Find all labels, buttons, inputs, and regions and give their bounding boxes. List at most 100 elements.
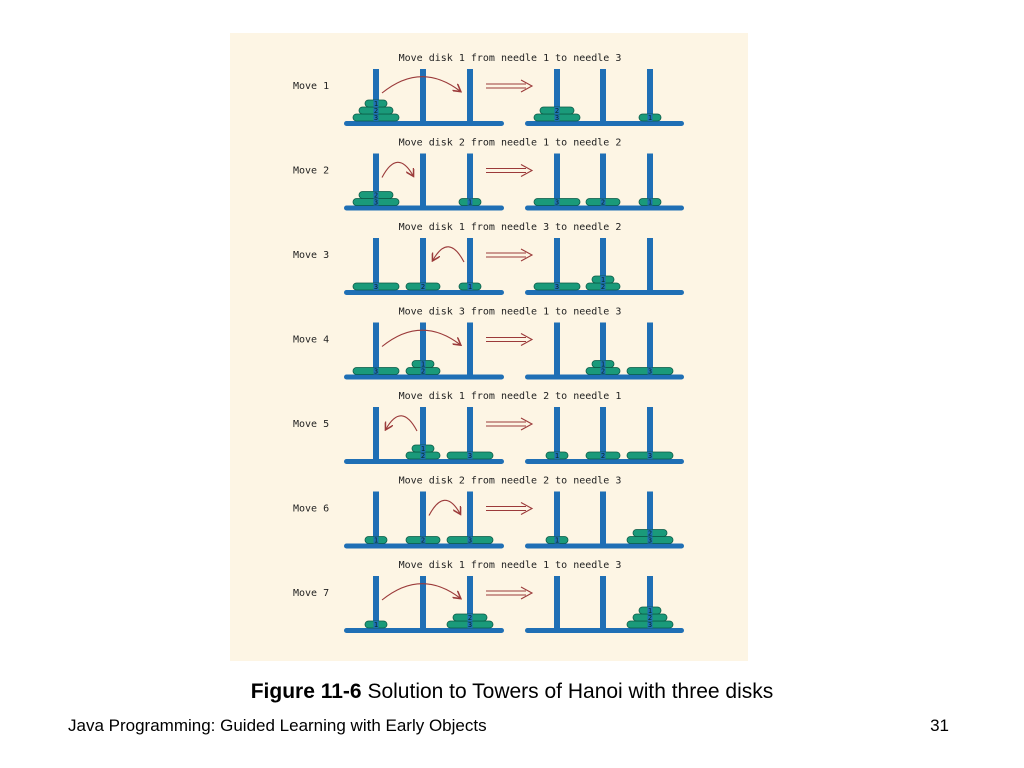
before-disk-3: 3 <box>352 198 400 206</box>
after-disk-3-number: 3 <box>648 536 652 544</box>
before-disk-2-needle-overlay <box>467 614 473 621</box>
before-disk-2-number: 2 <box>421 283 425 291</box>
after-needle-2 <box>600 322 606 376</box>
towers-of-hanoi-diagram: Move disk 1 from needle 1 to needle 3 Mov… <box>293 53 684 633</box>
before-disk-3-needle-overlay <box>467 536 473 544</box>
after-disk-2: 2 <box>585 282 621 291</box>
after-disk-1: 1 <box>591 275 615 284</box>
before-disk-2-number: 2 <box>421 452 425 460</box>
move-description: Move disk 2 from needle 2 to needle 3 <box>399 476 622 487</box>
move-arrow <box>381 583 460 601</box>
before-disk-1: 1 <box>364 620 388 629</box>
after-needle-3 <box>647 322 653 376</box>
after-disk-1-number: 1 <box>648 114 652 122</box>
before-disk-3-number: 3 <box>374 198 378 206</box>
move-row-4: Move disk 3 from needle 1 to needle 3Mov… <box>293 307 684 380</box>
before-disk-1-number: 1 <box>374 621 378 629</box>
after-disk-3-needle-overlay <box>554 198 560 206</box>
before-disk-3-needle-overlay <box>373 198 379 206</box>
before-needle-2 <box>420 491 426 545</box>
move-description: Move disk 1 from needle 1 to needle 3 <box>399 560 622 571</box>
after-needle-1 <box>554 69 560 122</box>
before-disk-1: 1 <box>364 536 388 544</box>
transition-arrow <box>486 248 534 262</box>
before-disk-3-needle-overlay <box>467 621 473 628</box>
after-disk-2-number: 2 <box>601 198 605 206</box>
after-disk-2-number: 2 <box>648 529 652 537</box>
after-needle-1 <box>554 491 560 545</box>
before-base <box>344 205 504 211</box>
move-arrow <box>433 246 465 262</box>
after-disk-2-needle-overlay <box>554 107 560 114</box>
after-disk-1-number: 1 <box>601 276 605 284</box>
before-disk-2-number: 2 <box>468 614 472 622</box>
move-description: Move disk 2 from needle 1 to needle 2 <box>399 138 622 149</box>
transition-arrow <box>486 79 534 93</box>
before-disk-3: 3 <box>446 536 494 544</box>
transition-arrow-head <box>520 502 534 515</box>
after-disk-2-needle-overlay <box>600 283 606 290</box>
before-disk-1-needle-overlay <box>373 100 379 107</box>
before-base <box>344 543 504 549</box>
before-needle-1 <box>373 576 379 629</box>
after-base <box>525 205 684 211</box>
before-disk-3-needle-overlay <box>373 114 379 121</box>
before-base <box>344 374 504 380</box>
before-disk-1-needle-overlay <box>467 283 473 290</box>
transition-arrow-head <box>520 248 534 262</box>
before-needle-1 <box>373 69 379 122</box>
after-needle-2 <box>600 407 606 460</box>
before-disk-3-number: 3 <box>468 536 472 544</box>
after-needle-1 <box>554 322 560 376</box>
after-disk-1-number: 1 <box>601 360 605 368</box>
after-disk-3: 3 <box>626 367 674 375</box>
after-disk-1-number: 1 <box>648 198 652 206</box>
before-needle-3 <box>467 407 473 460</box>
before-disk-2: 2 <box>405 451 441 460</box>
after-disk-2-needle-overlay <box>600 198 606 206</box>
move-label: Move 4 <box>293 335 329 346</box>
before-disk-1-number: 1 <box>374 100 378 108</box>
before-disk-3-needle-overlay <box>373 367 379 375</box>
before-disk-1-needle-overlay <box>420 445 426 452</box>
after-needle-2 <box>600 491 606 545</box>
before-disk-3-number: 3 <box>374 283 378 291</box>
transition-arrow-head <box>520 79 534 93</box>
transition-arrow <box>486 502 534 515</box>
before-disk-3: 3 <box>446 451 494 460</box>
before-disk-2-number: 2 <box>421 367 425 375</box>
caption-text: Solution to Towers of Hanoi with three d… <box>367 680 774 703</box>
before-disk-1: 1 <box>411 444 435 453</box>
before-disk-2: 2 <box>405 282 441 291</box>
move-arrow <box>381 329 460 347</box>
move-arrow <box>386 415 418 431</box>
before-disk-1-needle-overlay <box>467 198 473 206</box>
after-disk-2-needle-overlay <box>600 452 606 459</box>
move-row-7: Move disk 1 from needle 1 to needle 3Mov… <box>293 560 684 633</box>
after-base <box>525 543 684 549</box>
after-disk-1-number: 1 <box>555 452 559 460</box>
after-base <box>525 290 684 295</box>
move-row-2: Move disk 2 from needle 1 to needle 2 Mov… <box>293 138 684 211</box>
before-base <box>344 459 504 464</box>
after-disk-1-needle-overlay <box>647 114 653 121</box>
after-disk-2: 2 <box>632 613 668 622</box>
move-arrow <box>381 161 413 177</box>
after-disk-2: 2 <box>539 106 575 115</box>
after-disk-1: 1 <box>591 360 615 368</box>
transition-arrow <box>486 586 534 600</box>
before-disk-2: 2 <box>358 106 394 115</box>
before-disk-3-needle-overlay <box>467 452 473 459</box>
before-disk-2-needle-overlay <box>420 452 426 459</box>
after-disk-3-number: 3 <box>555 283 559 291</box>
before-disk-1-number: 1 <box>374 536 378 544</box>
move-label: Move 6 <box>293 504 329 515</box>
after-needle-2 <box>600 238 606 291</box>
before-disk-2-number: 2 <box>374 191 378 199</box>
move-label: Move 2 <box>293 166 329 177</box>
after-base <box>525 374 684 380</box>
before-needle-3 <box>467 69 473 122</box>
after-disk-2-number: 2 <box>555 107 559 115</box>
after-needle-1 <box>554 153 560 207</box>
after-disk-1: 1 <box>638 198 662 206</box>
